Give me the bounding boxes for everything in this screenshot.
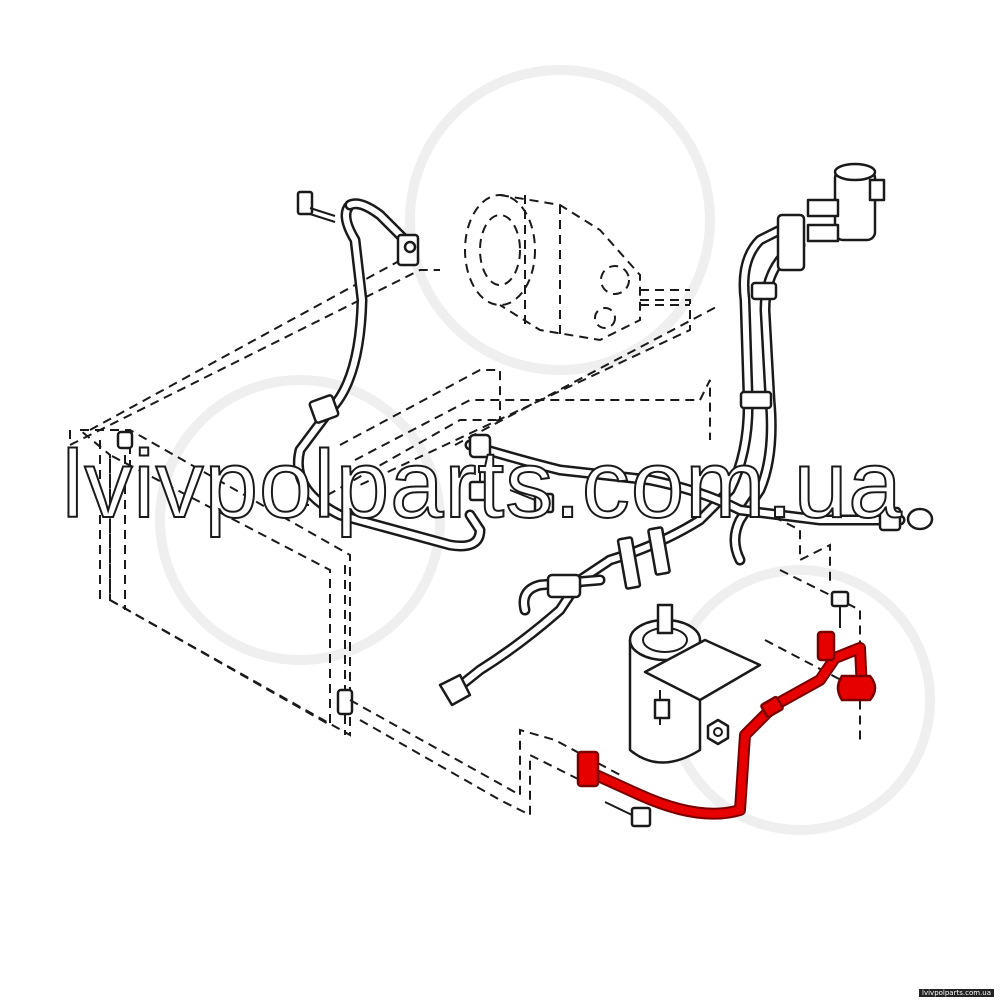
bolt xyxy=(468,470,490,502)
expansion-valve xyxy=(806,162,886,243)
bolt xyxy=(509,489,555,514)
receiver-drier xyxy=(628,603,762,764)
pipe-fitting-right xyxy=(816,630,836,662)
discharge-hose xyxy=(292,198,486,552)
pipe-flange-right xyxy=(836,674,877,702)
bolt xyxy=(830,590,850,628)
suction-hose xyxy=(438,213,806,707)
bolts xyxy=(296,190,850,828)
condenser xyxy=(77,429,354,737)
bolt xyxy=(296,190,336,223)
pipe-sleeve xyxy=(760,695,784,719)
background-gear-watermark xyxy=(155,65,935,835)
ac-compressor xyxy=(464,194,690,342)
nut xyxy=(706,718,730,746)
bolt xyxy=(604,801,652,828)
pipe-flange-left xyxy=(576,750,600,788)
liquid-line-pipe-highlighted[interactable] xyxy=(576,630,877,820)
dashed-routing-lines xyxy=(69,254,861,817)
credit-label: lvivpolparts.com.ua xyxy=(919,989,994,997)
compressor-outlet-pipe xyxy=(464,433,934,616)
